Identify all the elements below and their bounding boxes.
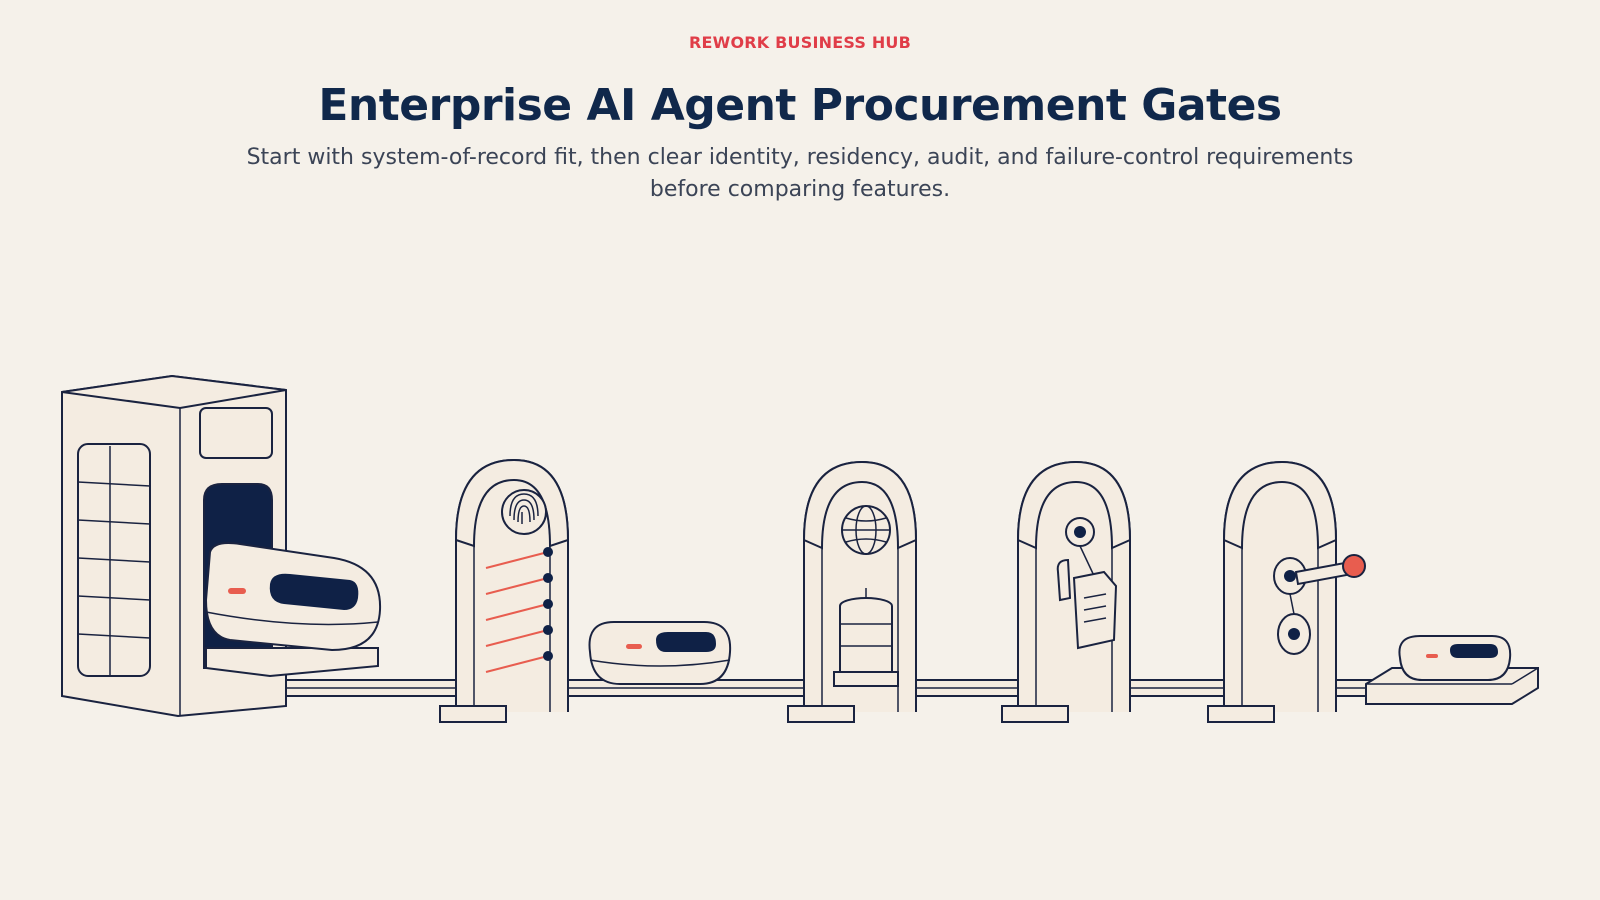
document-tag-icon (1056, 545, 1118, 650)
lever-switch-icon (1273, 554, 1366, 655)
audit-gate (1001, 460, 1132, 723)
globe-icon (841, 505, 891, 555)
fingerprint-icon (509, 493, 539, 524)
capsule-pod-icon (588, 621, 732, 685)
identity-gate (439, 458, 570, 723)
page-subtitle: Start with system-of-record fit, then cl… (246, 145, 1354, 202)
data-cylinder-icon (833, 588, 899, 687)
conveyor-track (214, 679, 1381, 697)
page-title: Enterprise AI Agent Procurement Gates (318, 80, 1282, 131)
eyebrow-label: REWORK BUSINESS HUB (688, 33, 912, 52)
laser-beams (485, 547, 553, 673)
residency-gate (787, 460, 918, 723)
capsule-pod-icon (1398, 635, 1512, 681)
procurement-gates-illustration (61, 374, 1539, 723)
capsule-pod-icon (204, 542, 382, 652)
failure-control-gate (1207, 460, 1366, 723)
